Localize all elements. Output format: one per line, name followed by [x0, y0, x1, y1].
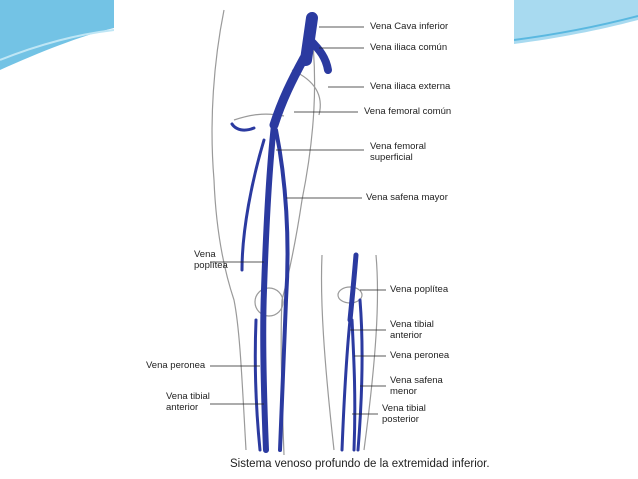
label-femoral-superficial-1: Vena femoral: [370, 141, 426, 152]
right-swoosh-highlight: [513, 15, 638, 41]
label-tibial-posterior-1: Vena tibial: [382, 403, 426, 414]
label-peronea-left: Vena peronea: [146, 360, 206, 371]
label-poplitea-left-1: Vena: [194, 249, 216, 260]
label-tibial-anterior-right-2: anterior: [390, 330, 423, 341]
label-safena-menor-1: Vena safena: [390, 375, 443, 386]
label-safena-menor-2: menor: [390, 386, 417, 397]
back-leg-outline: [320, 254, 379, 451]
label-safena-mayor: Vena safena mayor: [366, 192, 448, 203]
leader-lines: [210, 26, 386, 415]
left-swoosh-highlight: [0, 29, 115, 61]
label-iliaca-comun: Vena iliaca común: [370, 42, 448, 53]
label-iliaca-externa: Vena iliaca externa: [370, 81, 451, 92]
tibial-anterior-vein-front: [253, 318, 262, 452]
label-tibial-anterior-left-2: anterior: [166, 402, 199, 413]
iliac-right-vein: [306, 36, 332, 74]
iliac-left-vein: [269, 53, 309, 130]
label-femoral-superficial-2: superficial: [370, 152, 413, 163]
femoral-vein: [260, 122, 277, 453]
left-swoosh: [0, 0, 114, 70]
label-poplitea-right: Vena poplítea: [390, 284, 449, 295]
profunda-vein: [240, 138, 266, 272]
label-tibial-anterior-right-1: Vena tibial: [390, 319, 434, 330]
label-tibial-posterior-2: posterior: [382, 414, 419, 425]
branch-vein-1: [230, 122, 256, 132]
back-veins: [340, 252, 364, 452]
label-femoral-comun: Vena femoral común: [364, 106, 452, 117]
figure-caption: Sistema venoso profundo de la extremidad…: [230, 458, 490, 470]
peroneal-vein-back: [350, 318, 357, 452]
popliteal-vein-back: [347, 252, 359, 323]
label-tibial-anterior-left-1: Vena tibial: [166, 391, 210, 402]
leg-illustration: [210, 9, 386, 456]
vein-diagram: Vena Cava inferior Vena iliaca común Ven…: [114, 0, 514, 479]
label-poplitea-left-2: poplítea: [194, 260, 228, 271]
tibial-anterior-vein-back: [340, 318, 352, 452]
saphenous-vein: [274, 128, 290, 452]
label-cava: Vena Cava inferior: [370, 21, 449, 32]
right-swoosh: [514, 0, 638, 44]
label-peronea-right: Vena peronea: [390, 350, 450, 361]
small-saphenous-vein: [356, 298, 364, 452]
front-veins: [230, 12, 332, 453]
